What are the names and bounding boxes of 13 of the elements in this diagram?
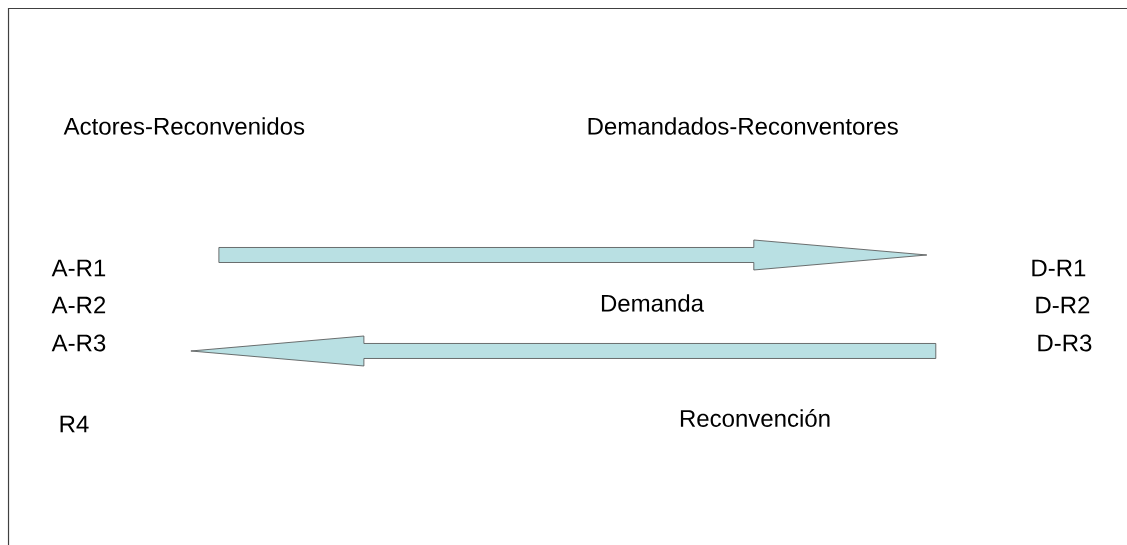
text-label: A-R3	[51, 334, 106, 352]
text-label: D-R3	[1038, 334, 1092, 352]
text-label: D-R2	[1036, 296, 1090, 314]
text-label: A-R2	[51, 296, 106, 314]
text-label: R4	[60, 415, 89, 433]
text-label: Demandados-Reconventores	[588, 117, 898, 135]
text-label: D-R1	[1032, 259, 1086, 277]
block-arrow	[218, 239, 928, 271]
text-label: Demanda	[601, 294, 704, 312]
text-label: Reconvención	[680, 409, 830, 427]
text-label: Actores-Reconvenidos	[63, 117, 305, 135]
block-arrow	[190, 335, 937, 367]
text-label: A-R1	[51, 259, 106, 277]
